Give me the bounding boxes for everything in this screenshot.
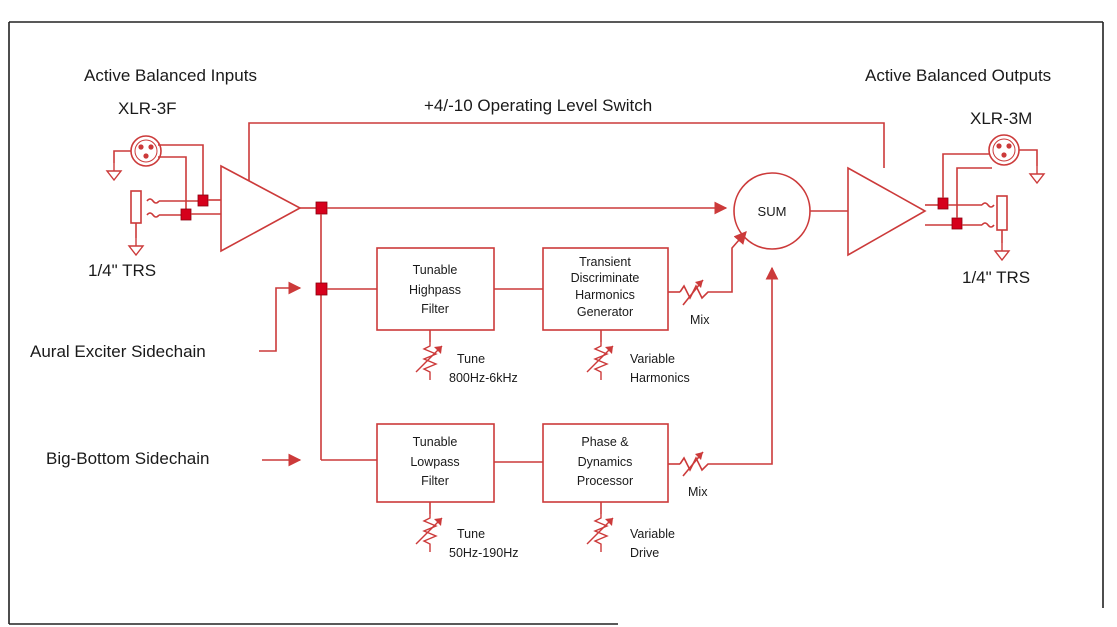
tune-hp-label-2: 800Hz-6kHz xyxy=(449,371,518,385)
page-frame xyxy=(8,21,1104,625)
highpass-line-2: Highpass xyxy=(409,283,461,297)
variable-drive-label-1: Variable xyxy=(630,527,675,541)
xlr-output-jack-icon xyxy=(988,134,1020,166)
main-signal-path xyxy=(300,201,728,460)
input-amplifier xyxy=(220,164,302,253)
sidechain-inputs: Aural Exciter Sidechain Big-Bottom Sidec… xyxy=(30,281,302,468)
ground-icon xyxy=(106,162,122,181)
dynamics-processor-block xyxy=(542,423,669,503)
xlr-input-jack-icon xyxy=(130,135,162,167)
variable-harmonics-label-1: Variable xyxy=(630,352,675,366)
tune-pot-icon xyxy=(415,341,443,381)
level-switch: +4/-10 Operating Level Switch xyxy=(248,96,885,181)
input-node-hot xyxy=(197,194,209,207)
input-xlr-wire-cold xyxy=(158,156,187,214)
output-xlr-wire-cold xyxy=(956,167,992,218)
input-trs-label: 1/4" TRS xyxy=(88,261,156,280)
trs-ring-icon xyxy=(146,212,160,218)
level-switch-label: +4/-10 Operating Level Switch xyxy=(424,96,652,115)
dynamics-line-3: Processor xyxy=(577,474,633,488)
big-bottom-row: Tunable Lowpass Filter Phase & Dynamics … xyxy=(321,266,779,560)
input-xlr-ground-wire xyxy=(113,150,131,163)
lowpass-filter-block xyxy=(376,423,495,503)
level-switch-line xyxy=(248,122,885,181)
lowpass-line-3: Filter xyxy=(421,474,449,488)
output-node-cold xyxy=(951,217,963,230)
inputs-heading: Active Balanced Inputs xyxy=(84,66,257,85)
lowpass-line-1: Tunable xyxy=(413,435,458,449)
split-node-top xyxy=(315,201,328,215)
highpass-line-1: Tunable xyxy=(413,263,458,277)
input-section: Active Balanced Inputs XLR-3F 1/4" TRS xyxy=(84,66,302,280)
input-xlr-wire-hot xyxy=(158,144,204,196)
trs-tip-icon xyxy=(981,202,995,208)
harmonics-line-2: Discriminate xyxy=(571,271,640,285)
harmonics-pot-icon xyxy=(586,341,614,381)
output-node-hot xyxy=(937,197,949,210)
big-bottom-sidechain-label: Big-Bottom Sidechain xyxy=(46,449,209,468)
dynamics-line-1: Phase & xyxy=(581,435,629,449)
harmonics-line-1: Transient xyxy=(579,255,631,269)
mix-label-top: Mix xyxy=(690,313,710,327)
aural-sidechain-arrow xyxy=(259,281,302,352)
input-node-cold xyxy=(180,208,192,221)
aural-exciter-row: Tunable Highpass Filter Transient Discri… xyxy=(327,231,747,385)
highpass-line-3: Filter xyxy=(421,302,449,316)
input-xlr-label: XLR-3F xyxy=(118,99,177,118)
output-section: SUM Active Balanced Outputs XLR-3M 1/4" … xyxy=(733,66,1051,287)
big-bottom-mix-line xyxy=(679,266,779,472)
tune-hp-label-1: Tune xyxy=(457,352,485,366)
aural-sidechain-label: Aural Exciter Sidechain xyxy=(30,342,206,361)
ground-icon xyxy=(128,237,144,256)
aural-mix-line xyxy=(679,231,747,300)
lowpass-line-2: Lowpass xyxy=(410,455,459,469)
trs-ring-icon xyxy=(981,222,995,228)
trs-output-jack-icon xyxy=(996,195,1008,231)
output-xlr-label: XLR-3M xyxy=(970,109,1032,128)
output-amplifier xyxy=(847,166,927,257)
drive-pot-icon xyxy=(586,513,614,553)
outputs-heading: Active Balanced Outputs xyxy=(865,66,1051,85)
tune-pot-icon xyxy=(415,513,443,553)
trs-input-jack-icon xyxy=(130,190,142,224)
ground-icon xyxy=(1029,165,1045,184)
mix-label-bottom: Mix xyxy=(688,485,708,499)
sum-label: SUM xyxy=(758,204,787,219)
dynamics-line-2: Dynamics xyxy=(578,455,633,469)
variable-harmonics-label-2: Harmonics xyxy=(630,371,690,385)
harmonics-generator-block xyxy=(542,247,669,331)
harmonics-line-3: Harmonics xyxy=(575,288,635,302)
tune-lp-label-1: Tune xyxy=(457,527,485,541)
harmonics-line-4: Generator xyxy=(577,305,633,319)
tune-lp-label-2: 50Hz-190Hz xyxy=(449,546,518,560)
output-trs-label: 1/4" TRS xyxy=(962,268,1030,287)
trs-tip-icon xyxy=(146,198,160,204)
output-xlr-wire-hot xyxy=(942,153,990,198)
output-xlr-ground-wire xyxy=(1019,149,1038,166)
split-node-aural xyxy=(315,282,328,296)
ground-icon xyxy=(994,242,1010,261)
variable-drive-label-2: Drive xyxy=(630,546,659,560)
